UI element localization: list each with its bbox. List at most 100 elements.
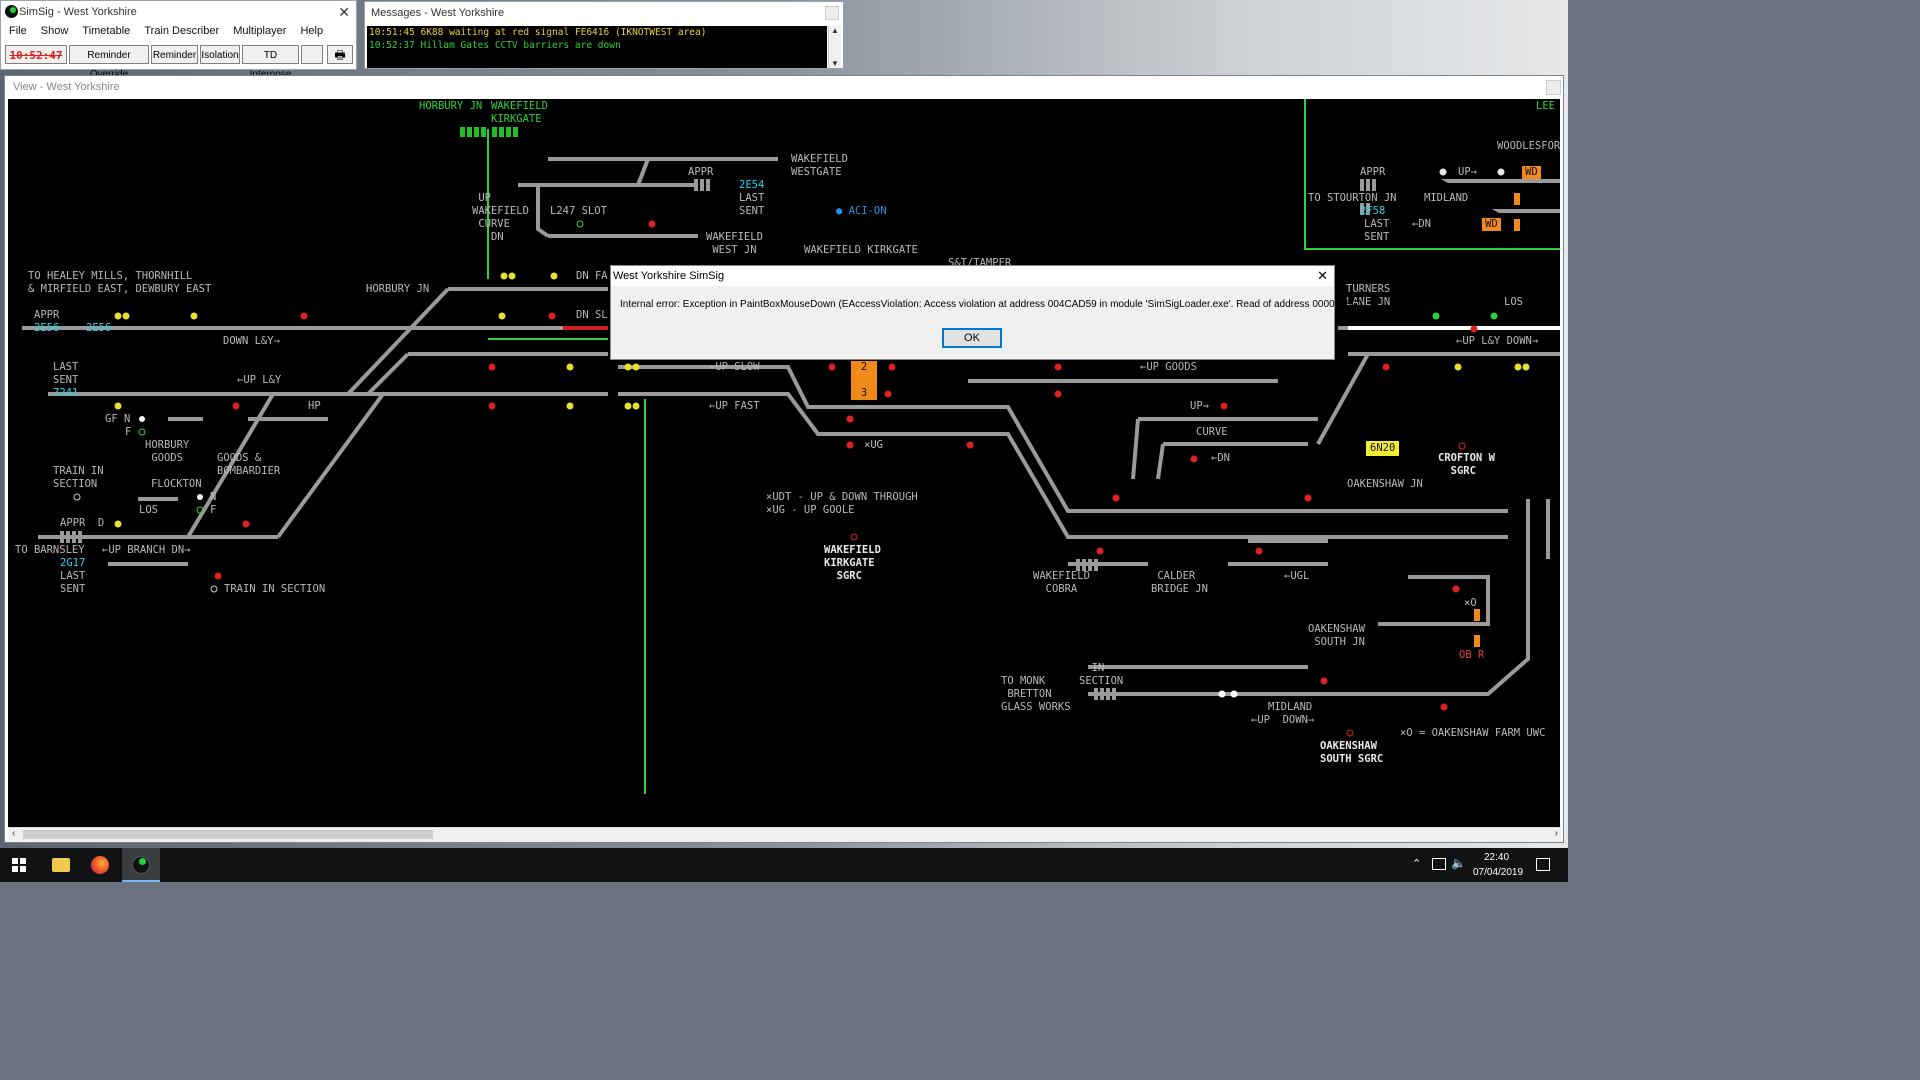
scroll-left-icon[interactable]: ‹ <box>12 828 16 839</box>
network-icon[interactable] <box>1432 858 1446 870</box>
label-up-down-bottom: ←UP DOWN→ <box>1251 714 1315 726</box>
label-to-healey-mills: TO HEALEY MILLS, THORNHILL & MIRFIELD EA… <box>28 270 212 295</box>
label-l247-slot: L247 SLOT <box>550 205 607 217</box>
clock-display[interactable]: 10:52:47 <box>5 45 67 64</box>
label-los-left: LOS <box>139 504 158 516</box>
reminder-override-button[interactable]: Reminder Override <box>69 45 149 80</box>
label-curve: CURVE <box>1196 426 1228 438</box>
label-midland-right: MIDLAND <box>1424 192 1469 204</box>
label-hp: HP <box>308 400 321 412</box>
view-titlebar[interactable]: View - West Yorkshire <box>5 76 1563 98</box>
ok-button[interactable]: OK <box>942 328 1002 348</box>
label-dn-arrow: ←DN <box>1211 452 1230 464</box>
label-gf-n: GF N <box>105 413 131 425</box>
label-crofton-w-sgrc: CROFTON W SGRC <box>1438 452 1495 477</box>
scroll-right-icon[interactable]: › <box>1554 828 1558 839</box>
view-close-button[interactable] <box>1546 80 1561 95</box>
main-window: SimSig - West Yorkshire ✕ File Show Time… <box>0 0 357 80</box>
label-dn-sl: DN SL <box>576 309 608 321</box>
clock-date[interactable]: 07/04/2019 <box>1473 867 1524 878</box>
label-oakenshaw-south-jn: OAKENSHAW SOUTH JN <box>1308 623 1365 648</box>
label-udt-legend: ×UDT - UP & DOWN THROUGH ×UG - UP GOOLE <box>766 491 918 516</box>
message-line: 10:52:37 Hillam Gates CCTV barriers are … <box>369 40 621 51</box>
main-window-titlebar[interactable]: SimSig - West Yorkshire ✕ <box>1 1 356 23</box>
label-up-wakefield-curve: UP WAKEFIELD CURVE DN <box>472 192 529 243</box>
view-title: View - West Yorkshire <box>13 81 120 93</box>
close-icon[interactable]: ✕ <box>338 4 350 20</box>
aci-on-indicator[interactable]: ● ACI-ON <box>836 205 887 217</box>
label-leeds: LEE <box>1536 100 1555 112</box>
tray-chevron-icon[interactable]: ⌃ <box>1412 858 1422 870</box>
track-diagram <box>22 99 1560 794</box>
label-goods-bombardier: GOODS & BOMBARDIER <box>217 452 281 477</box>
label-up-right: UP→ <box>1458 166 1477 178</box>
horizontal-scrollbar[interactable]: ‹ › <box>9 827 1561 842</box>
dialog-close-icon[interactable]: ✕ <box>1317 268 1328 283</box>
signalling-board[interactable]: HORBURY JN WAKEFIELD KIRKGATE LEE WAKEFI… <box>8 99 1560 827</box>
reminder-button[interactable]: Reminder <box>151 45 198 64</box>
label-xo: ×O <box>1464 597 1477 609</box>
label-up-slow: ←UP SLOW <box>709 361 760 373</box>
label-to-barnsley: TO BARNSLEY <box>15 544 85 556</box>
label-last-sent-bottom: LAST SENT <box>60 570 86 595</box>
platform-2[interactable]: 2 <box>851 361 877 374</box>
volume-icon[interactable]: 🔈 <box>1451 856 1466 870</box>
label-flockton-n: N <box>210 491 217 503</box>
label-ugl: ←UGL <box>1284 570 1310 582</box>
label-gf-f: F <box>125 426 132 438</box>
menu-train-describer[interactable]: Train Describer <box>144 25 220 37</box>
label-down-ly: DOWN L&Y→ <box>223 335 280 347</box>
blank-tool-button[interactable] <box>301 45 323 64</box>
td-berth-2e54[interactable]: 2E54 <box>739 179 765 191</box>
notification-icon[interactable] <box>1536 858 1550 871</box>
label-wakefield-kirkgate-2: WAKEFIELD KIRKGATE <box>804 244 918 256</box>
scroll-thumb[interactable] <box>23 830 433 839</box>
platform-3[interactable]: 3 <box>851 374 877 400</box>
td-berth-6n20[interactable]: 6N20 <box>1366 441 1400 456</box>
messages-close-button[interactable] <box>825 6 839 20</box>
label-los-right: LOS <box>1504 296 1523 308</box>
simsig-taskbar-icon[interactable] <box>122 848 160 882</box>
dialog-title: West Yorkshire SimSig <box>613 270 725 282</box>
label-to-monk-bretton: TO MONK BRETTON GLASS WORKS <box>1001 675 1071 713</box>
menu-timetable[interactable]: Timetable <box>82 25 131 37</box>
main-window-title: SimSig - West Yorkshire <box>19 6 137 18</box>
scroll-up-icon[interactable]: ▲ <box>831 26 839 35</box>
messages-titlebar[interactable]: Messages - West Yorkshire <box>365 2 843 24</box>
td-berth-2e56[interactable]: 2E56 <box>34 322 60 334</box>
wd-indicator[interactable]: WD <box>1522 166 1541 179</box>
label-midland-bottom: MIDLAND <box>1268 701 1313 713</box>
label-up-goods: ←UP GOODS <box>1140 361 1197 373</box>
td-berth-7241[interactable]: 7241 <box>53 387 79 399</box>
print-icon[interactable]: 🖶 <box>327 45 353 64</box>
isolation-button[interactable]: Isolation <box>200 45 240 64</box>
wd-indicator[interactable]: WD <box>1482 218 1501 231</box>
messages-title: Messages - West Yorkshire <box>371 7 505 19</box>
label-wakefield-westgate: WAKEFIELD WESTGATE <box>791 153 848 178</box>
td-berth-2f58[interactable]: 2F58 <box>1360 205 1386 217</box>
dialog-titlebar[interactable]: West Yorkshire SimSig ✕ <box>611 266 1334 286</box>
clock-time[interactable]: 22:40 <box>1484 852 1510 863</box>
message-scrollbar[interactable]: ▲ ▼ <box>828 26 841 68</box>
td-interpose-button[interactable]: TD Interpose <box>242 45 299 80</box>
label-to-stourton: TO STOURTON JN <box>1308 192 1397 204</box>
label-oakenshaw-south-sgrc: OAKENSHAW SOUTH SGRC <box>1320 740 1384 765</box>
firefox-icon[interactable] <box>91 856 109 874</box>
file-explorer-icon[interactable] <box>52 858 70 872</box>
menu-file[interactable]: File <box>9 25 27 37</box>
td-berth-2g17[interactable]: 2G17 <box>60 557 86 569</box>
message-log: 10:51:45 6K88 waiting at red signal FE64… <box>367 26 827 68</box>
messages-window: Messages - West Yorkshire 10:51:45 6K88 … <box>364 1 844 69</box>
label-horbury-jn-2: HORBURY JN <box>366 283 430 295</box>
scroll-down-icon[interactable]: ▼ <box>831 59 839 68</box>
label-train-in-section-2: TRAIN IN SECTION <box>224 583 326 595</box>
label-train-in-section: TRAIN IN SECTION <box>53 465 104 490</box>
taskbar: ⌃ 🔈 22:40 07/04/2019 <box>0 848 1568 882</box>
menu-show[interactable]: Show <box>40 25 69 37</box>
track-circuit-blocks <box>60 179 1376 700</box>
menu-help[interactable]: Help <box>300 25 324 37</box>
menu-multiplayer[interactable]: Multiplayer <box>233 25 287 37</box>
windows-start-icon[interactable] <box>12 858 26 872</box>
td-berth-2e56[interactable]: 2E56 <box>86 322 112 334</box>
dialog-message: Internal error: Exception in PaintBoxMou… <box>620 299 1362 310</box>
